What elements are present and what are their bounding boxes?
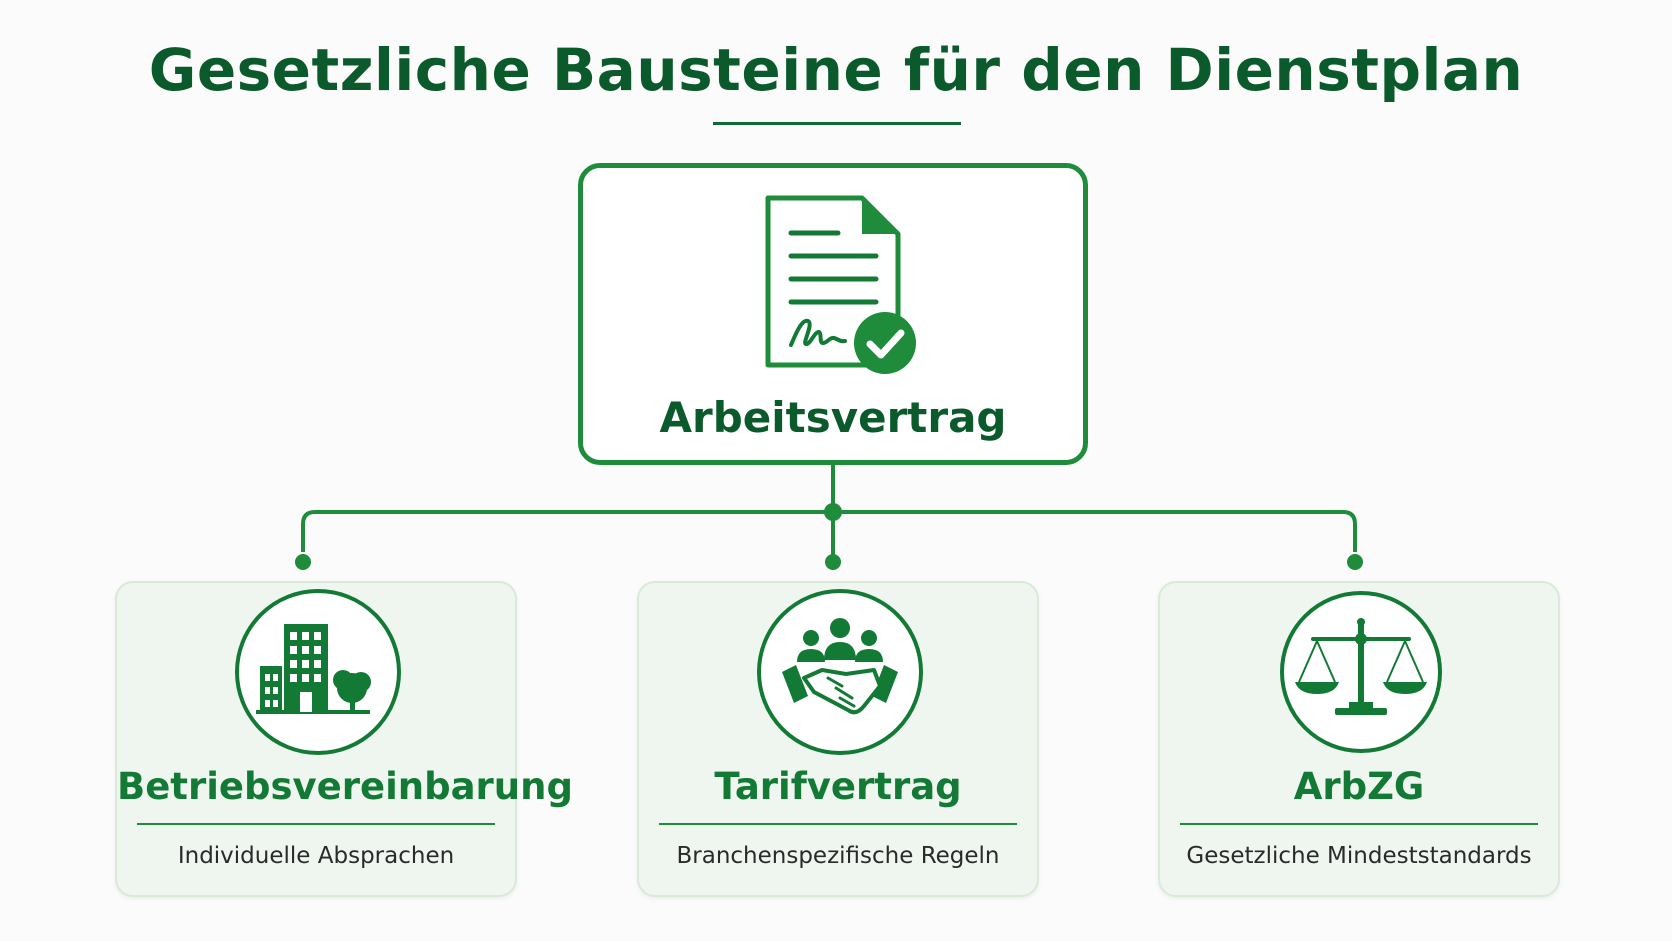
- scales-of-justice-icon: [1280, 591, 1442, 753]
- card-divider: [1180, 823, 1538, 825]
- card-divider: [659, 823, 1017, 825]
- connector-end-dot-center: [825, 554, 841, 570]
- root-node-card: Arbeitsvertrag: [578, 163, 1088, 465]
- page-title: Gesetzliche Bausteine für den Dienstplan: [148, 36, 1524, 104]
- title-underline: [713, 122, 961, 125]
- card-divider: [137, 823, 495, 825]
- connector-end-dot-right: [1347, 554, 1363, 570]
- handshake-icon: [757, 589, 923, 755]
- child-card-subtitle: Gesetzliche Mindeststandards: [1186, 843, 1532, 869]
- child-card-tarifvertrag: Tarifvertrag Branchenspezifische Regeln: [637, 581, 1039, 897]
- child-card-title: ArbZG: [1293, 765, 1425, 808]
- child-card-title: Betriebsvereinbarung: [117, 765, 573, 808]
- child-card-arbzg: ArbZG Gesetzliche Mindeststandards: [1158, 581, 1560, 897]
- child-card-subtitle: Branchenspezifische Regeln: [676, 843, 1000, 869]
- connector-junction-dot: [824, 503, 842, 521]
- child-card-betriebsvereinbarung: Betriebsvereinbarung Individuelle Abspra…: [115, 581, 573, 897]
- signed-contract-icon: [765, 195, 916, 374]
- root-node-label: Arbeitsvertrag: [659, 393, 1007, 442]
- connector-end-dot-left: [295, 554, 311, 570]
- child-card-subtitle: Individuelle Absprachen: [177, 843, 455, 869]
- office-building-icon: [235, 589, 401, 755]
- child-card-title: Tarifvertrag: [714, 765, 962, 808]
